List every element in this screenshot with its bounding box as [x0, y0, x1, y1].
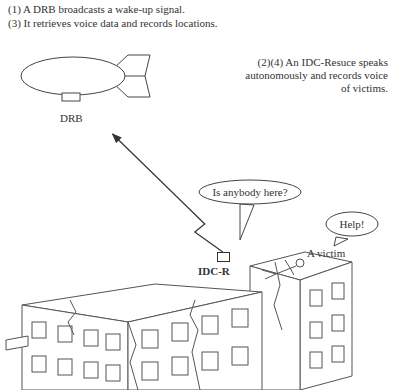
window: [84, 362, 98, 378]
window: [310, 322, 322, 338]
window: [332, 315, 344, 331]
airship-node: DRB: [18, 52, 153, 134]
bubble-outline: [326, 212, 378, 236]
victim-arm: [285, 260, 290, 268]
window: [332, 346, 344, 362]
victim-label: A victim: [307, 247, 345, 260]
speech-bubble: Is anybody here?: [198, 179, 302, 205]
window: [58, 326, 72, 342]
label-holder: A victim: [307, 247, 345, 260]
bubble-tail: [240, 204, 254, 240]
window: [310, 290, 322, 306]
victim-head: [296, 259, 304, 267]
device-label: IDC-R: [198, 265, 230, 277]
step-note: (2)(4) An IDC-Resuce speaks autonomously…: [236, 56, 388, 96]
window: [32, 356, 46, 372]
window: [232, 347, 248, 365]
label-holder: (2)(4) An IDC-Resuce speaks autonomously…: [236, 56, 388, 96]
speech-bubble: Help!: [325, 211, 379, 237]
window: [332, 283, 344, 299]
window: [172, 357, 188, 375]
window: [310, 352, 322, 368]
crack: [68, 300, 76, 335]
airship-gondola: [62, 93, 80, 101]
victim-leg: [262, 270, 276, 274]
rear-side-wall: [300, 262, 352, 390]
window: [202, 352, 218, 370]
step-note: (3) It retrieves voice data and records …: [8, 17, 218, 30]
victim-arm: [290, 268, 294, 275]
window: [106, 365, 120, 381]
window: [142, 330, 158, 348]
window: [32, 322, 46, 338]
crack: [190, 300, 200, 390]
bubble-outline: [199, 180, 301, 204]
speech-text: Help!: [339, 218, 364, 230]
bubble-tail: [334, 237, 348, 246]
front-right-wall: [128, 292, 262, 390]
window: [232, 309, 248, 327]
window: [202, 316, 218, 334]
window: [106, 334, 120, 350]
balcony: [6, 336, 28, 350]
airship-shape: [18, 52, 153, 134]
step-note: (1) A DRB broadcasts a wake-up signal.: [8, 3, 185, 16]
window: [84, 330, 98, 346]
device-box: [217, 252, 230, 262]
speech-text: Is anybody here?: [212, 186, 287, 198]
crack: [128, 322, 138, 390]
airship-hull: [21, 57, 125, 95]
window: [142, 362, 158, 380]
device-node: IDC-R: [198, 252, 232, 277]
airship-label: DRB: [60, 112, 153, 124]
victim-body: [276, 266, 296, 274]
window: [172, 323, 188, 341]
window: [58, 359, 72, 375]
victim-leg: [265, 274, 276, 279]
label-holder: (1) A DRB broadcasts a wake-up signal.: [8, 3, 185, 16]
front-left-wall: [22, 305, 128, 390]
label-holder: (3) It retrieves voice data and records …: [8, 17, 218, 30]
